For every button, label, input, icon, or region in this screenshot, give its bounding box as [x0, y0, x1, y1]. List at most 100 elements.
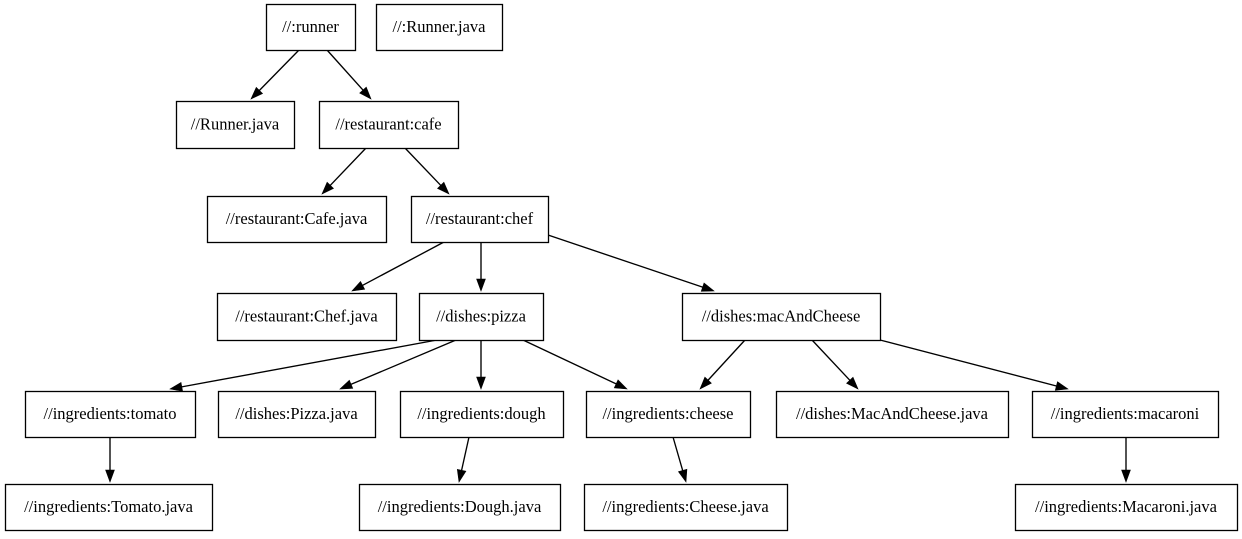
edge-line [879, 339, 1059, 388]
node-label: //ingredients:macaroni [1051, 404, 1200, 423]
edge-arrowhead [613, 379, 628, 390]
graph-edge [672, 436, 688, 483]
node-box[interactable] [585, 390, 752, 439]
graph-node-dishes_pizza[interactable]: //dishes:pizza [418, 292, 545, 342]
graph-node-ing_macaroni[interactable]: //ingredients:macaroni [1031, 390, 1220, 439]
node-box[interactable] [265, 3, 357, 52]
graph-edge [547, 234, 715, 292]
graph-edge [522, 339, 628, 390]
node-box[interactable] [4, 483, 214, 532]
edge-line [404, 147, 443, 187]
graph-edge [326, 49, 372, 100]
graph-node-ing_macaroni_java[interactable]: //ingredients:Macaroni.java [1014, 483, 1239, 532]
graph-edge [105, 437, 115, 483]
node-label: //dishes:macAndCheese [702, 306, 861, 325]
node-box[interactable] [1031, 390, 1220, 439]
node-box[interactable] [1014, 483, 1239, 532]
node-label: //restaurant:Chef.java [235, 306, 378, 325]
edge-line [257, 49, 300, 92]
graph-edge [351, 241, 445, 292]
node-box[interactable] [175, 100, 296, 150]
edge-arrowhead [169, 382, 183, 392]
edge-line [522, 339, 618, 386]
node-box[interactable] [318, 100, 460, 150]
node-label: //ingredients:Dough.java [378, 497, 542, 516]
graph-node-ing_tomato_java[interactable]: //ingredients:Tomato.java [4, 483, 214, 532]
graph-node-ing_cheese_java[interactable]: //ingredients:Cheese.java [583, 483, 789, 532]
edge-line [326, 49, 365, 92]
graph-edge [811, 339, 859, 390]
node-label: //restaurant:cafe [335, 114, 441, 133]
edge-arrowhead [321, 181, 334, 195]
edge-line [547, 234, 705, 289]
edge-line [360, 241, 445, 287]
node-label: //ingredients:Macaroni.java [1035, 497, 1218, 516]
graph-node-ing_tomato[interactable]: //ingredients:tomato [24, 390, 197, 439]
node-label: //ingredients:cheese [602, 404, 733, 423]
graph-node-restaurant_chef_java[interactable]: //restaurant:Chef.java [216, 292, 398, 342]
graph-node-restaurant_chef[interactable]: //restaurant:chef [410, 195, 550, 244]
graph-edge [879, 339, 1069, 391]
node-label: //Runner.java [191, 114, 280, 133]
graph-edge [1121, 437, 1131, 483]
node-box[interactable] [358, 483, 562, 532]
edge-line [328, 147, 367, 187]
node-label: //dishes:pizza [436, 306, 526, 325]
graph-edge [339, 339, 457, 390]
node-box[interactable] [216, 292, 398, 342]
node-label: //dishes:Pizza.java [235, 404, 358, 423]
node-box[interactable] [206, 195, 388, 244]
edge-arrowhead [1054, 381, 1069, 391]
edge-arrowhead [351, 280, 366, 292]
graph-edge [476, 242, 486, 292]
node-box[interactable] [375, 3, 504, 52]
edge-arrowhead [476, 376, 486, 390]
graph-node-runner_java[interactable]: //Runner.java [175, 100, 296, 150]
graph-edge [699, 339, 746, 390]
edge-arrowhead [105, 469, 115, 483]
node-label: //:runner [282, 17, 339, 36]
nodes-layer: //:runner //:Runner.java //Runner.java //re… [4, 3, 1239, 532]
graph-node-dishes_mac_java[interactable]: //dishes:MacAndCheese.java [775, 390, 1010, 439]
edge-line [460, 436, 470, 472]
graph-node-dishes_pizza_java[interactable]: //dishes:Pizza.java [217, 390, 377, 439]
graph-node-restaurant_cafe_java[interactable]: //restaurant:Cafe.java [206, 195, 388, 244]
edge-arrowhead [476, 278, 486, 292]
graph-edge [476, 340, 486, 390]
edge-line [706, 339, 746, 382]
node-box[interactable] [410, 195, 550, 244]
node-box[interactable] [418, 292, 545, 342]
edge-line [672, 436, 684, 473]
node-box[interactable] [775, 390, 1010, 439]
graph-node-restaurant_cafe[interactable]: //restaurant:cafe [318, 100, 460, 150]
node-box[interactable] [217, 390, 377, 439]
graph-edge [250, 49, 300, 100]
edge-line [811, 339, 852, 382]
edge-arrowhead [700, 282, 715, 292]
graph-edge [456, 436, 470, 483]
node-box[interactable] [399, 390, 565, 439]
edge-arrowhead [339, 379, 354, 390]
node-box[interactable] [681, 292, 882, 342]
node-box[interactable] [583, 483, 789, 532]
node-box[interactable] [24, 390, 197, 439]
edge-arrowhead [359, 86, 372, 100]
edge-arrowhead [677, 468, 688, 483]
graph-node-ing_dough_java[interactable]: //ingredients:Dough.java [358, 483, 562, 532]
node-label: //restaurant:chef [426, 209, 534, 228]
graph-edge [404, 147, 450, 195]
edge-arrowhead [846, 376, 859, 390]
graph-node-runner[interactable]: //:runner [265, 3, 357, 52]
graph-node-runner_java_root[interactable]: //:Runner.java [375, 3, 504, 52]
edges-layer [105, 49, 1131, 483]
graph-node-ing_cheese[interactable]: //ingredients:cheese [585, 390, 752, 439]
node-label: //ingredients:Cheese.java [602, 497, 769, 516]
node-label: //ingredients:tomato [44, 404, 177, 423]
graph-node-dishes_macandcheese[interactable]: //dishes:macAndCheese [681, 292, 882, 342]
node-label: //:Runner.java [392, 17, 486, 36]
node-label: //ingredients:Tomato.java [24, 497, 194, 516]
graph-node-ing_dough[interactable]: //ingredients:dough [399, 390, 565, 439]
node-label: //ingredients:dough [417, 404, 546, 423]
